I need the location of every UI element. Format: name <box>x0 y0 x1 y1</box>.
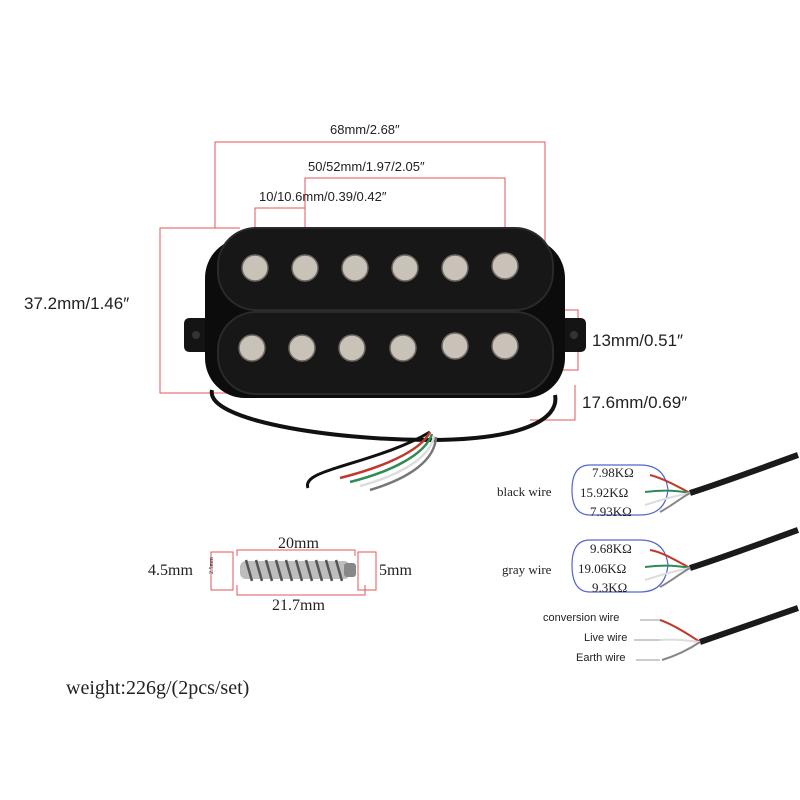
gray-wire-value: 9.3KΩ <box>592 580 628 595</box>
width-label: 37.2mm/1.46″ <box>24 294 130 313</box>
bobbin-bottom <box>217 311 554 395</box>
pole-diameter-label: 10/10.6mm/0.39/0.42″ <box>259 189 387 204</box>
wire-brackets <box>571 464 669 593</box>
pole-pieces-top <box>241 252 519 282</box>
pickup-lead-cable <box>209 389 558 492</box>
overall-length-label: 68mm/2.68″ <box>330 122 400 137</box>
three-wire-cable <box>634 605 800 661</box>
black-wire-value: 7.93KΩ <box>590 504 632 519</box>
black-wire-value: 15.92KΩ <box>580 485 629 500</box>
black-wire-value: 7.98KΩ <box>592 465 634 480</box>
gray-wire-label: gray wire <box>502 562 552 577</box>
bobbin-top <box>217 227 554 311</box>
live-wire-label: Live wire <box>584 632 628 644</box>
conversion-wire-label: conversion wire <box>543 612 620 624</box>
spring <box>240 559 356 582</box>
gray-wire-cable <box>644 527 800 588</box>
gray-wire-value: 19.06KΩ <box>578 561 627 576</box>
pole-pieces-bottom <box>238 332 519 362</box>
spring-length-top-label: 20mm <box>278 535 319 552</box>
gray-wire-value: 9.68KΩ <box>590 541 632 556</box>
pole-spacing-label: 50/52mm/1.97/2.05″ <box>308 159 425 174</box>
black-wire-cable <box>644 452 800 513</box>
earth-wire-label: Earth wire <box>576 652 626 664</box>
spring-dimension-lines <box>210 549 377 596</box>
black-wire-label: black wire <box>497 484 552 499</box>
spring-right-dia-label: 5mm <box>379 562 412 579</box>
spring-length-bottom-label: 21.7mm <box>272 597 325 614</box>
spring-left-dia-label: 4.5mm <box>148 562 193 579</box>
bobbin-height-label: 13mm/0.51″ <box>592 331 684 350</box>
total-height-label: 17.6mm/0.69″ <box>582 393 688 412</box>
weight-label: weight:226g/(2pcs/set) <box>66 677 250 699</box>
spring-small-label: 2.5mm <box>209 557 215 574</box>
